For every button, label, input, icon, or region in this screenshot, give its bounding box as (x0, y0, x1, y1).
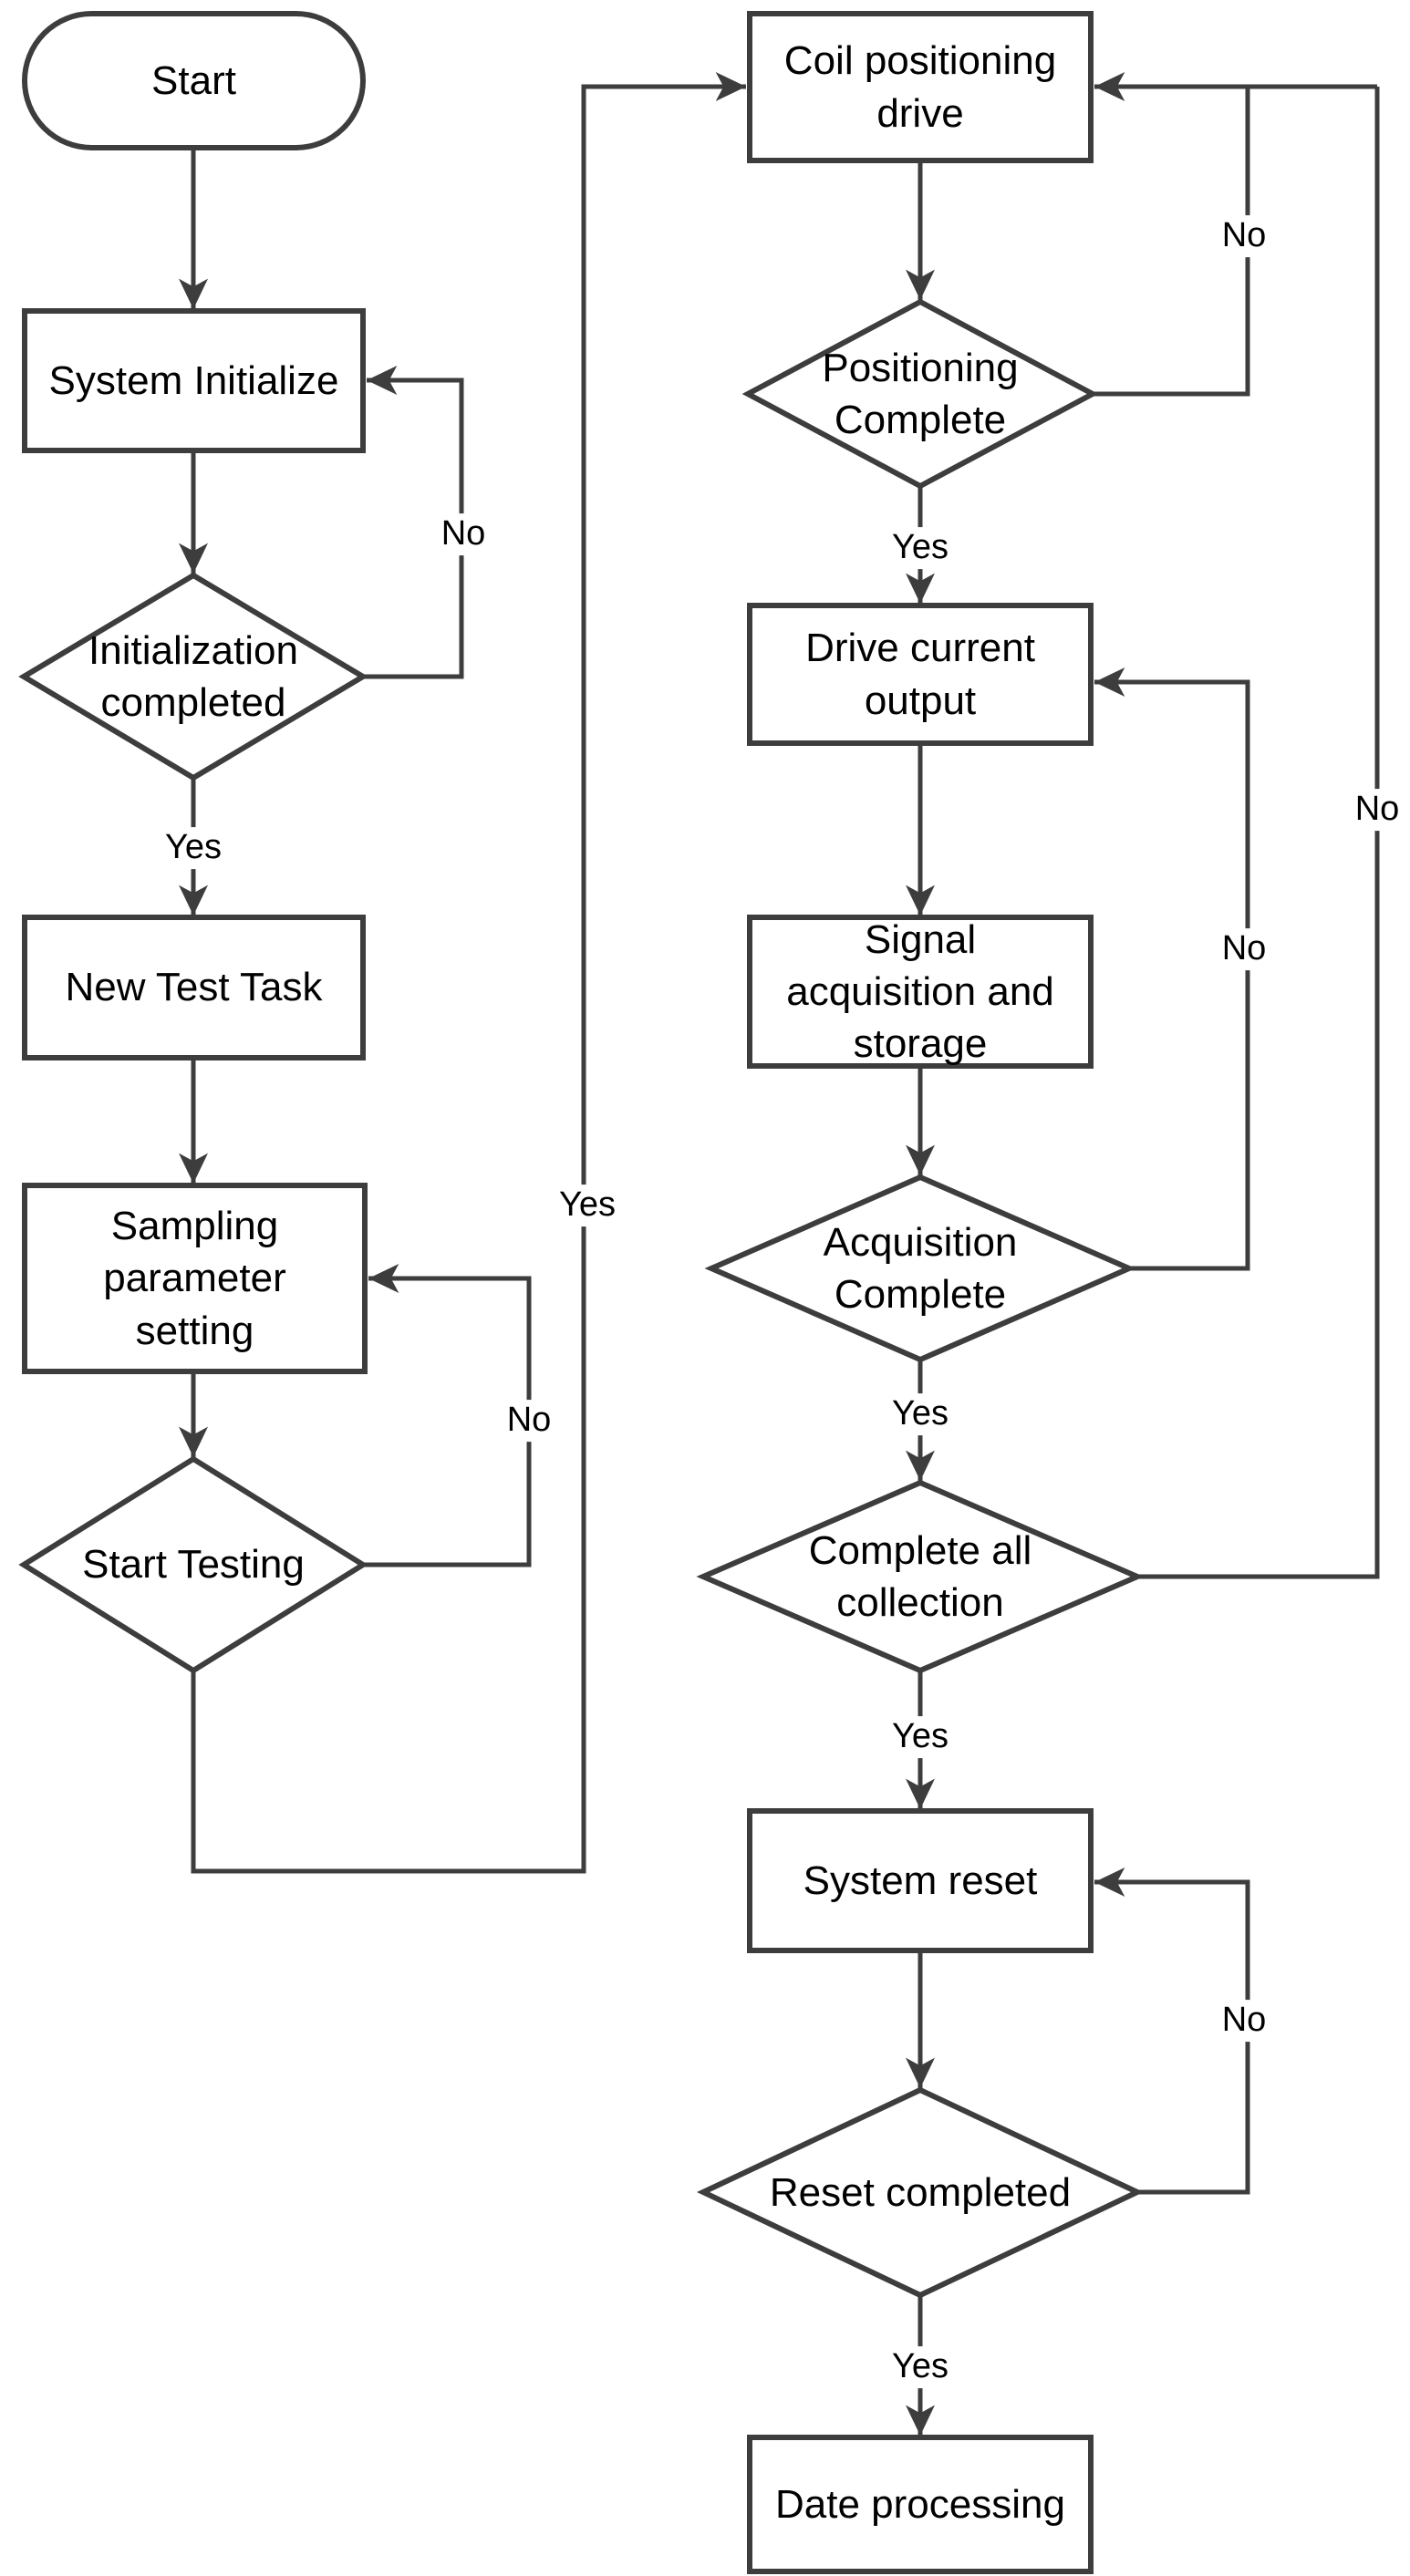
node-shape-new-test-task (22, 915, 366, 1060)
edge-label-acquisition-yes: Yes (885, 1393, 956, 1435)
edge-collection-no-loop (1137, 87, 1380, 1579)
node-shape-signal-acquisition-storage (747, 915, 1094, 1069)
edge-label-start-testing-no: No (499, 1400, 559, 1442)
node-shape-date-processing (747, 2435, 1094, 2574)
edge-label-start-testing-yes: Yes (552, 1185, 623, 1226)
node-shape-coil-positioning-drive (747, 11, 1094, 163)
node-shape-positioning-complete-diamond (741, 298, 1099, 490)
node-shape-system-initialize (22, 308, 366, 453)
edge-label-reset-yes: Yes (885, 2346, 956, 2388)
edge-positioning-no-loop (1093, 87, 1250, 397)
edge-label-initialization-no: No (433, 513, 493, 555)
node-shape-acquisition-complete-diamond (704, 1174, 1136, 1363)
edge-label-collection-no: No (1347, 789, 1407, 831)
edge-label-positioning-yes: Yes (885, 527, 956, 569)
node-shape-sampling-parameter-setting (22, 1183, 368, 1374)
edge-start-testing-yes-to-coil (191, 72, 746, 1874)
edge-label-acquisition-no: No (1214, 928, 1274, 970)
edge-label-collection-yes: Yes (885, 1716, 956, 1758)
node-shape-start-testing-diamond (18, 1455, 368, 1674)
node-shape-reset-completed-diamond (696, 2086, 1145, 2299)
edge-label-initialization-yes: Yes (158, 827, 229, 869)
node-shape-system-reset (747, 1808, 1094, 1953)
node-shape-start-terminator (22, 11, 366, 150)
node-shape-initialization-completed-diamond (18, 572, 368, 781)
node-shape-complete-all-collection-diamond (696, 1479, 1145, 1674)
edge-label-reset-no: No (1214, 2000, 1274, 2042)
edge-acquisition-no-loop (1094, 667, 1250, 1271)
edge-label-positioning-no: No (1214, 215, 1274, 257)
node-shape-drive-current-output (747, 603, 1094, 746)
